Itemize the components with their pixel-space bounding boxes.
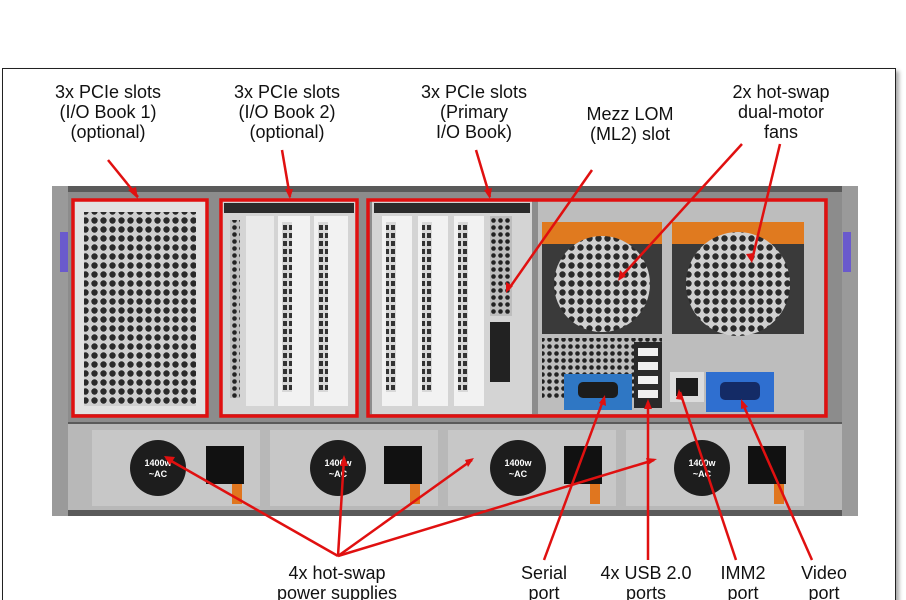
io-book-1-label: 3x PCIe slots (I/O Book 1) (optional) xyxy=(54,82,162,142)
svg-text:1400w: 1400w xyxy=(504,458,532,468)
svg-text:~AC: ~AC xyxy=(693,469,712,479)
io-book-1 xyxy=(74,200,206,414)
video-port-block xyxy=(706,372,774,412)
primary-io-book xyxy=(372,200,532,414)
mezz-lom-label: Mezz LOM (ML2) slot xyxy=(586,104,674,144)
usb-ports-block xyxy=(634,342,662,408)
svg-text:~AC: ~AC xyxy=(329,469,348,479)
serial-port-block xyxy=(564,374,632,410)
io-book-2-callout xyxy=(219,198,359,418)
io-book-1-callout xyxy=(71,198,209,418)
io-book-2 xyxy=(222,200,356,414)
svg-text:1400w: 1400w xyxy=(144,458,172,468)
imm2-port-label: IMM2 port xyxy=(720,563,766,600)
psu-2 xyxy=(270,430,438,506)
usb-ports-label: 4x USB 2.0 ports xyxy=(600,563,692,600)
serial-port-label: Serial port xyxy=(520,563,568,600)
psu-3 xyxy=(448,430,616,506)
svg-text:~AC: ~AC xyxy=(149,469,168,479)
video-port-label: Video port xyxy=(801,563,847,600)
imm2-port-block xyxy=(670,372,704,402)
io-book-2-label: 3x PCIe slots (I/O Book 2) (optional) xyxy=(233,82,341,142)
psu-label: 4x hot-swap power supplies xyxy=(276,563,398,600)
svg-text:~AC: ~AC xyxy=(509,469,528,479)
fans-label: 2x hot-swap dual-motor fans xyxy=(732,82,830,142)
primary-io-label: 3x PCIe slots (Primary I/O Book) xyxy=(420,82,528,142)
callout-arrowheads xyxy=(128,187,755,467)
psu-1 xyxy=(92,430,260,506)
svg-text:1400w: 1400w xyxy=(324,458,352,468)
